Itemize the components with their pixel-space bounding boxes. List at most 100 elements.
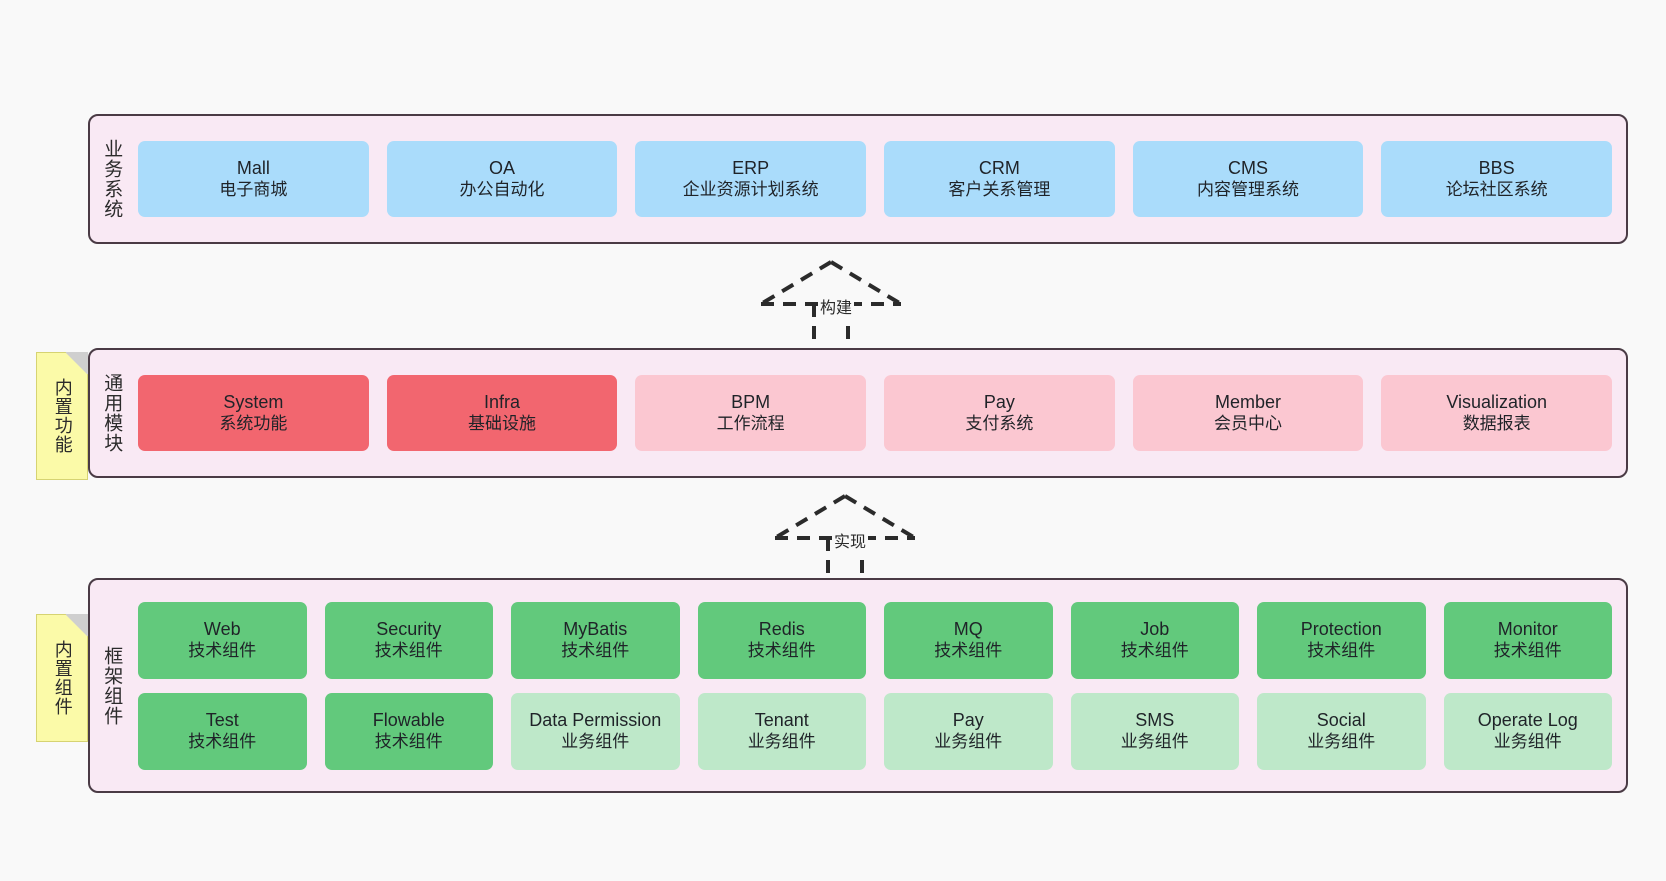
node-bbs[interactable]: BBS 论坛社区系统 (1381, 141, 1613, 217)
node-security[interactable]: Security 技术组件 (324, 601, 493, 679)
node-title: Tenant (754, 709, 809, 730)
node-title: Test (205, 709, 239, 730)
node-data-permission[interactable]: Data Permission 业务组件 (511, 692, 680, 770)
node-system[interactable]: System 系统功能 (138, 375, 369, 451)
node-title: BBS (1478, 157, 1515, 178)
node-title: Visualization (1446, 391, 1548, 412)
layer-title-business: 业务系统 (101, 139, 123, 219)
node-oa[interactable]: OA 办公自动化 (386, 141, 618, 217)
layer-common-modules: 通用模块 System 系统功能 Infra 基础设施 BPM 工作流程 Pay… (88, 348, 1628, 478)
node-member[interactable]: Member 会员中心 (1132, 375, 1364, 451)
node-mybatis[interactable]: MyBatis 技术组件 (511, 601, 680, 679)
node-subtitle: 会员中心 (1214, 413, 1283, 433)
connector-label: 构建 (818, 294, 855, 318)
node-subtitle: 技术组件 (1307, 640, 1376, 660)
node-subtitle: 技术组件 (188, 640, 257, 660)
node-title: OA (489, 157, 516, 178)
row: Web 技术组件 Security 技术组件 MyBatis 技术组件 Redi… (138, 601, 1612, 679)
connector-implement: 实现 (770, 492, 920, 584)
node-subtitle: 系统功能 (219, 413, 288, 433)
node-web[interactable]: Web 技术组件 (138, 601, 307, 679)
layer-body-common: System 系统功能 Infra 基础设施 BPM 工作流程 Pay 支付系统… (132, 350, 1626, 476)
node-title: BPM (731, 391, 771, 412)
node-subtitle: 工作流程 (716, 413, 785, 433)
node-title: Member (1215, 391, 1282, 412)
node-title: CMS (1228, 157, 1269, 178)
note-builtin-component: 内置组件 (36, 614, 88, 742)
node-subtitle: 技术组件 (188, 731, 257, 751)
node-subtitle: 技术组件 (374, 640, 443, 660)
node-subtitle: 技术组件 (1493, 640, 1562, 660)
node-title: Monitor (1497, 618, 1558, 639)
node-subtitle: 内容管理系统 (1197, 179, 1300, 199)
note-builtin-function: 内置功能 (36, 352, 88, 480)
node-subtitle: 业务组件 (1493, 731, 1562, 751)
connector-build: 构建 (756, 258, 906, 350)
node-subtitle: 技术组件 (747, 640, 816, 660)
node-subtitle: 客户关系管理 (948, 179, 1051, 199)
node-title: Pay (983, 391, 1015, 412)
node-title: Infra (483, 391, 521, 412)
node-mq[interactable]: MQ 技术组件 (884, 601, 1053, 679)
note-label: 内置功能 (52, 378, 73, 454)
layer-body-business: Mall 电子商城 OA 办公自动化 ERP 企业资源计划系统 CRM 客户关系… (132, 116, 1626, 242)
node-tenant[interactable]: Tenant 业务组件 (697, 692, 866, 770)
node-mall[interactable]: Mall 电子商城 (138, 141, 369, 217)
node-erp[interactable]: ERP 企业资源计划系统 (635, 141, 867, 217)
node-visualization[interactable]: Visualization 数据报表 (1381, 375, 1613, 451)
layer-title-common: 通用模块 (101, 373, 123, 453)
node-infra[interactable]: Infra 基础设施 (386, 375, 618, 451)
node-title: Redis (758, 618, 805, 639)
node-social[interactable]: Social 业务组件 (1257, 692, 1426, 770)
node-pay[interactable]: Pay 支付系统 (884, 375, 1115, 451)
node-title: CRM (978, 157, 1020, 178)
node-subtitle: 业务组件 (561, 731, 630, 751)
node-job[interactable]: Job 技术组件 (1070, 601, 1239, 679)
node-subtitle: 办公自动化 (459, 179, 545, 199)
node-title: MyBatis (563, 618, 628, 639)
node-subtitle: 技术组件 (374, 731, 443, 751)
node-crm[interactable]: CRM 客户关系管理 (884, 141, 1115, 217)
node-monitor[interactable]: Monitor 技术组件 (1443, 601, 1612, 679)
node-title: System (223, 391, 284, 412)
node-cms[interactable]: CMS 内容管理系统 (1132, 141, 1364, 217)
layer-business-systems: 业务系统 Mall 电子商城 OA 办公自动化 ERP 企业资源计划系统 CRM… (88, 114, 1628, 244)
node-redis[interactable]: Redis 技术组件 (697, 601, 866, 679)
node-test[interactable]: Test 技术组件 (138, 692, 307, 770)
layer-framework-components: 框架组件 Web 技术组件 Security 技术组件 MyBatis 技术组件… (88, 578, 1628, 793)
connector-label: 实现 (832, 528, 869, 552)
node-title: Security (376, 618, 442, 639)
note-fold-icon (65, 352, 88, 375)
node-subtitle: 技术组件 (561, 640, 630, 660)
node-subtitle: 业务组件 (1120, 731, 1189, 751)
row: System 系统功能 Infra 基础设施 BPM 工作流程 Pay 支付系统… (138, 375, 1613, 451)
node-title: Job (1140, 618, 1170, 639)
node-subtitle: 支付系统 (965, 413, 1034, 433)
layer-title-framework: 框架组件 (101, 645, 123, 726)
node-flowable[interactable]: Flowable 技术组件 (324, 692, 493, 770)
node-title: Data Permission (529, 709, 662, 730)
node-title: SMS (1135, 709, 1175, 730)
row: Mall 电子商城 OA 办公自动化 ERP 企业资源计划系统 CRM 客户关系… (138, 141, 1613, 217)
node-bpm[interactable]: BPM 工作流程 (635, 375, 867, 451)
node-title: Mall (236, 157, 270, 178)
node-title: Social (1316, 709, 1366, 730)
node-subtitle: 企业资源计划系统 (682, 179, 819, 199)
row: Test 技术组件 Flowable 技术组件 Data Permission … (138, 692, 1612, 770)
note-fold-icon (65, 614, 88, 637)
node-title: Flowable (372, 709, 445, 730)
node-subtitle: 数据报表 (1462, 413, 1531, 433)
node-subtitle: 技术组件 (1120, 640, 1189, 660)
node-operate-log[interactable]: Operate Log 业务组件 (1443, 692, 1612, 770)
node-protection[interactable]: Protection 技术组件 (1257, 601, 1426, 679)
node-title: ERP (732, 157, 770, 178)
node-subtitle: 业务组件 (1307, 731, 1376, 751)
node-subtitle: 业务组件 (747, 731, 816, 751)
node-sms[interactable]: SMS 业务组件 (1070, 692, 1239, 770)
node-subtitle: 论坛社区系统 (1445, 179, 1548, 199)
node-title: Pay (952, 709, 984, 730)
node-title: MQ (953, 618, 983, 639)
node-pay-business[interactable]: Pay 业务组件 (884, 692, 1053, 770)
node-title: Operate Log (1477, 709, 1578, 730)
